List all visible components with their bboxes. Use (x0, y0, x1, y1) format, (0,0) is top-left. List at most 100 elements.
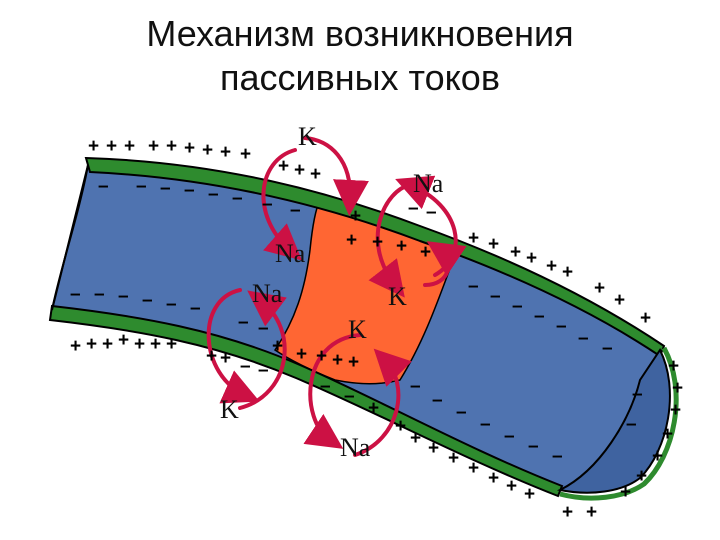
plus-sign: + (636, 466, 647, 487)
plus-sign: + (670, 400, 681, 421)
ion-label-k-top: K (298, 122, 317, 151)
plus-sign: + (118, 330, 129, 351)
minus-sign: – (578, 328, 589, 349)
plus-sign: + (316, 346, 327, 367)
plus-sign: + (672, 378, 683, 399)
ion-label-k-bottom-left: K (220, 395, 239, 424)
ion-label-k-center: K (348, 315, 367, 344)
minus-sign: – (208, 184, 219, 205)
minus-sign: – (490, 286, 501, 307)
minus-sign: – (556, 316, 567, 337)
plus-sign: + (488, 468, 499, 489)
current-arrows (206, 136, 467, 457)
arrow-right-k-lower (423, 241, 467, 287)
plus-sign: + (166, 334, 177, 355)
plus-sign: + (428, 438, 439, 459)
minus-sign: – (320, 376, 331, 397)
plus-sign: + (640, 308, 651, 329)
axon-left-end (51, 164, 89, 311)
minus-sign: – (262, 194, 273, 215)
plus-sign: + (150, 334, 161, 355)
plus-sign: + (488, 234, 499, 255)
plus-sign: + (332, 350, 343, 371)
inner-positive-charges: + + + + + + + + + + + (272, 206, 431, 419)
plus-sign: + (86, 334, 97, 355)
minus-sign: – (410, 376, 421, 397)
plus-sign: + (206, 346, 217, 367)
slide-title: Механизм возникновения пассивных токов (0, 12, 720, 100)
minus-sign: – (98, 176, 109, 197)
title-line-2: пассивных токов (220, 57, 500, 98)
plus-sign: + (586, 502, 597, 523)
plus-sign: + (348, 352, 359, 373)
minus-sign: – (426, 202, 437, 223)
arrow-bottom-na (353, 348, 412, 457)
plus-sign: + (468, 458, 479, 479)
plus-sign: + (594, 278, 605, 299)
minus-sign: – (602, 338, 613, 359)
arrow-bottom-k (303, 333, 362, 449)
minus-sign: – (238, 312, 249, 333)
plus-sign: + (620, 482, 631, 503)
plus-sign: + (294, 160, 305, 181)
plus-sign: + (134, 334, 145, 355)
ion-label-na-middle-left: Na (252, 279, 283, 308)
axon-cut-end-membrane (559, 346, 679, 501)
minus-sign: – (94, 284, 105, 305)
plus-sign: + (368, 398, 379, 419)
plus-sign: + (70, 336, 81, 357)
plus-sign: + (124, 136, 135, 157)
arrow-left-na (206, 288, 260, 404)
minus-sign: – (184, 180, 195, 201)
minus-sign: – (118, 286, 129, 307)
plus-sign: + (526, 248, 537, 269)
plus-sign: + (420, 242, 431, 263)
minus-sign: – (166, 294, 177, 315)
minus-sign: – (290, 200, 301, 221)
minus-sign: – (408, 198, 419, 219)
minus-sign: – (626, 414, 637, 435)
ion-label-na-upper-left: Na (275, 239, 306, 268)
minus-sign: – (70, 284, 81, 305)
plus-sign: + (652, 446, 663, 467)
title-line-1: Механизм возникновения (146, 13, 574, 54)
negative-charges: – – – – – – – – – – – – – – – – – – – – … (70, 176, 643, 467)
arrow-top-k-outward (303, 136, 369, 216)
minus-sign: – (344, 386, 355, 407)
minus-sign: – (552, 446, 563, 467)
plus-sign: + (524, 484, 535, 505)
plus-sign: + (88, 136, 99, 157)
arrow-top-na-inward (261, 148, 303, 261)
plus-sign: + (184, 138, 195, 159)
plus-sign: + (148, 136, 159, 157)
plus-sign: + (448, 448, 459, 469)
plus-sign: + (240, 144, 251, 165)
minus-sign: – (468, 276, 479, 297)
plus-sign: + (546, 256, 557, 277)
plus-sign: + (346, 230, 357, 251)
plus-sign: + (614, 290, 625, 311)
minus-sign: – (504, 426, 515, 447)
arrow-left-k (238, 290, 287, 410)
minus-sign: – (190, 298, 201, 319)
minus-sign: – (534, 306, 545, 327)
plus-sign: + (272, 336, 283, 357)
ion-label-na-bottom: Na (340, 433, 371, 462)
plus-sign: + (202, 140, 213, 161)
plus-sign: + (166, 136, 177, 157)
plus-sign: + (562, 262, 573, 283)
minus-sign: – (258, 360, 269, 381)
plus-sign: + (668, 356, 679, 377)
axon-cut-end (556, 348, 671, 494)
minus-sign: – (240, 356, 251, 377)
plus-sign: + (468, 228, 479, 249)
plus-sign: + (310, 164, 321, 185)
plus-sign: + (510, 242, 521, 263)
plus-sign: + (278, 156, 289, 177)
plus-sign: + (662, 424, 673, 445)
plus-sign: + (372, 232, 383, 253)
plus-sign: + (220, 142, 231, 163)
plus-sign: + (506, 476, 517, 497)
plus-sign: + (296, 344, 307, 365)
